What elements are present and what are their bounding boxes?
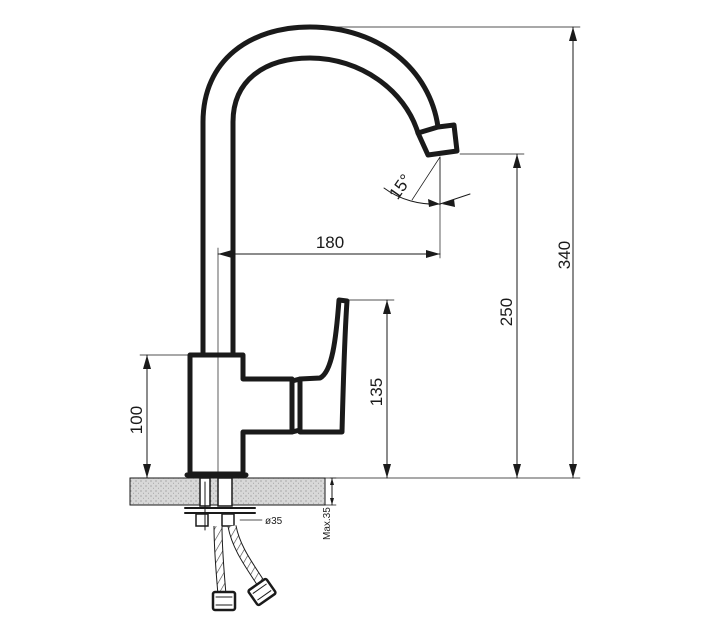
body-height-label: 100 [127,406,146,434]
lever-height-label: 135 [367,378,386,406]
dimension-lever-height: 135 [347,299,395,479]
spout-height-label: 250 [497,298,516,326]
total-height-label: 340 [555,241,574,269]
dimension-hole-diameter: ø35 [239,516,283,527]
supply-hoses [211,525,277,612]
spout-reach-label: 180 [316,233,344,252]
dimension-spout-angle: 15° [383,156,471,207]
lever-handle [289,297,350,435]
hole-diameter-label: ø35 [265,516,283,527]
mounting-hardware [184,477,256,531]
dimension-body-height: 100 [127,354,191,479]
dimension-spout-height: 250 [459,153,525,479]
dimension-spout-reach: 180 [217,233,441,258]
dimension-total-height: 340 [329,26,581,479]
max-thickness-label: Max.35 [322,507,333,540]
spout [200,24,460,358]
faucet-body [184,352,295,478]
spout-angle-label: 15° [385,171,415,203]
dimension-max-thickness: Max.35 [322,477,337,540]
